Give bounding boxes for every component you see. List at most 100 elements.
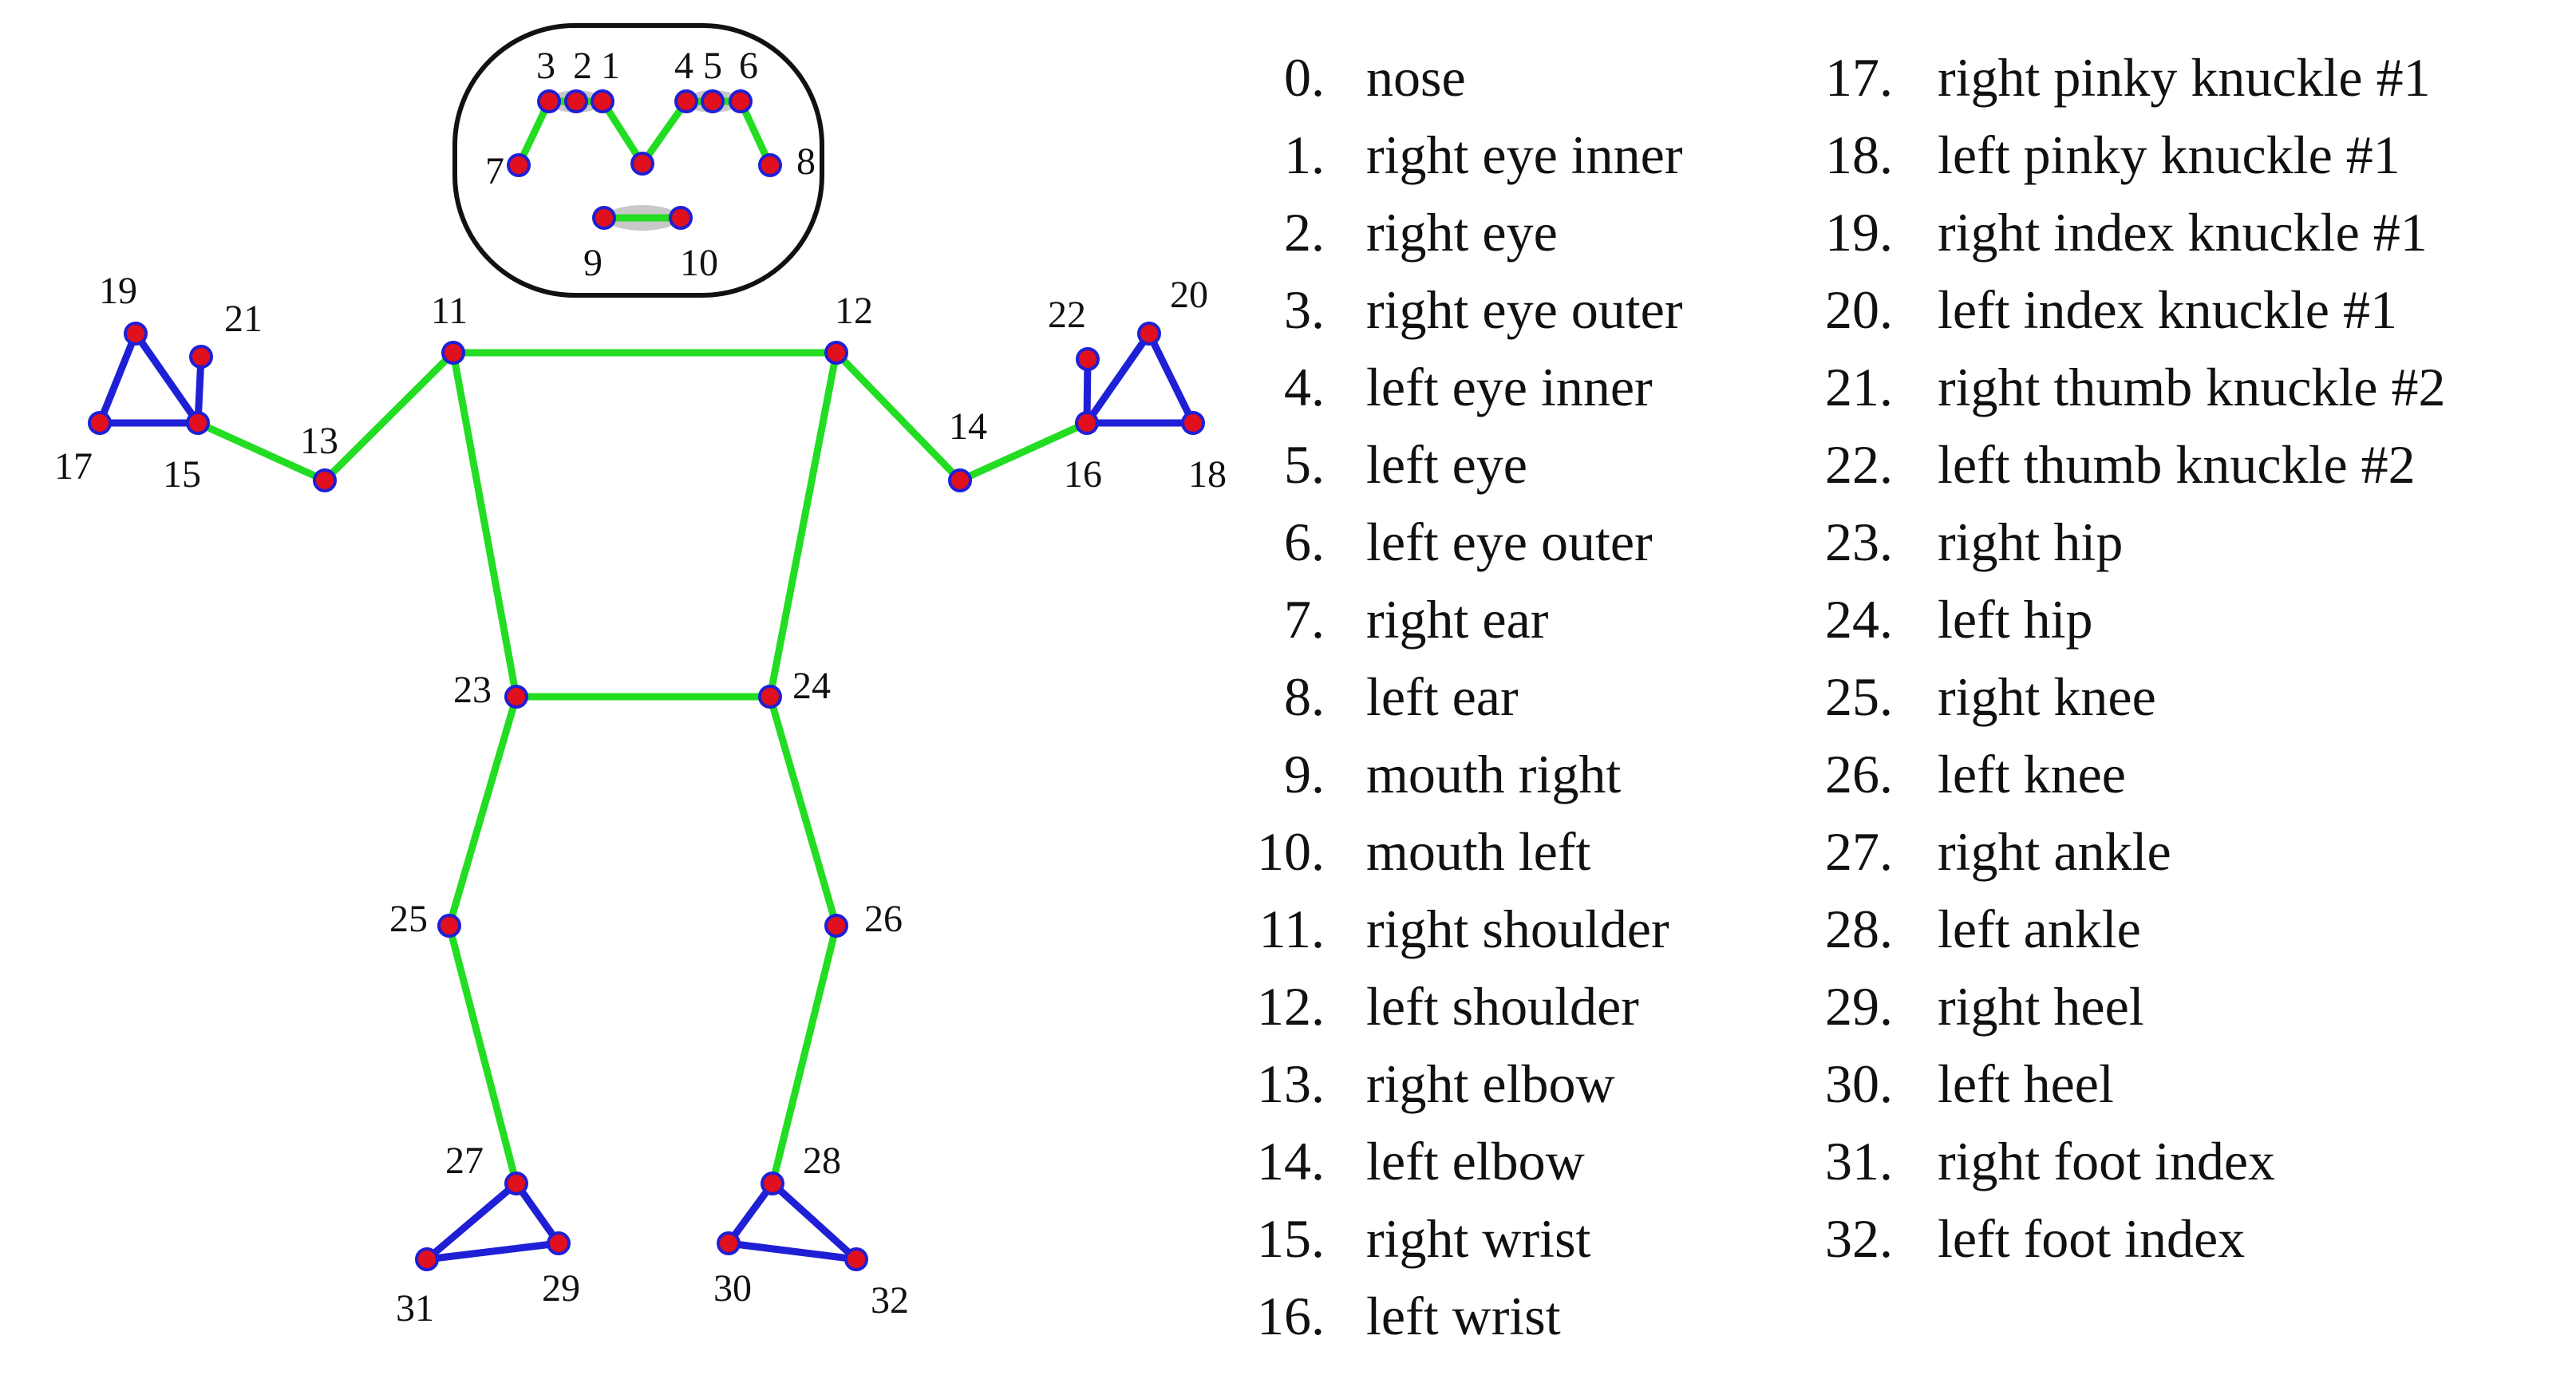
keypoint-17 bbox=[88, 411, 112, 435]
keypoint-19 bbox=[124, 322, 148, 346]
legend-number: 7. bbox=[1284, 589, 1325, 650]
skeleton-edges bbox=[96, 97, 1197, 1263]
legend-name: right pinky knuckle #1 bbox=[1938, 47, 2431, 108]
legend-number: 5. bbox=[1284, 434, 1325, 495]
legend-number: 24. bbox=[1825, 589, 1893, 650]
keypoint-label-9: 9 bbox=[583, 242, 603, 284]
legend-name: left eye inner bbox=[1366, 357, 1653, 417]
keypoint-23 bbox=[504, 685, 528, 709]
blue-edge-28-30 bbox=[725, 1179, 776, 1247]
legend-name: right elbow bbox=[1366, 1053, 1615, 1114]
keypoint-15 bbox=[186, 411, 210, 435]
legend-number: 11. bbox=[1259, 899, 1325, 959]
legend-number: 3. bbox=[1284, 279, 1325, 340]
keypoint-label-22: 22 bbox=[1048, 294, 1086, 336]
legend-name: right eye outer bbox=[1366, 279, 1683, 340]
legend-number: 12. bbox=[1257, 976, 1325, 1037]
keypoint-label-31: 31 bbox=[396, 1287, 434, 1330]
keypoint-label-25: 25 bbox=[389, 898, 428, 940]
keypoint-22 bbox=[1076, 347, 1100, 371]
keypoint-2 bbox=[564, 89, 588, 113]
keypoint-27 bbox=[504, 1172, 528, 1195]
keypoint-label-18: 18 bbox=[1188, 453, 1227, 496]
blue-edge-18-20 bbox=[1145, 330, 1197, 427]
green-edge-0-4 bbox=[638, 97, 690, 168]
keypoint-label-21: 21 bbox=[224, 298, 263, 340]
green-edge-13-15 bbox=[194, 419, 329, 484]
green-edge-12-14 bbox=[832, 349, 964, 484]
legend-name: left wrist bbox=[1366, 1286, 1561, 1346]
keypoint-label-20: 20 bbox=[1170, 274, 1208, 316]
keypoint-7 bbox=[507, 153, 531, 177]
keypoint-label-24: 24 bbox=[792, 665, 831, 707]
keypoints bbox=[88, 89, 1205, 1271]
keypoint-26 bbox=[824, 914, 848, 938]
keypoint-4 bbox=[674, 89, 698, 113]
keypoint-label-23: 23 bbox=[453, 669, 492, 711]
keypoint-29 bbox=[547, 1231, 571, 1255]
keypoint-11 bbox=[441, 341, 465, 365]
legend-number: 32. bbox=[1825, 1208, 1893, 1269]
blue-edge-32-28 bbox=[768, 1179, 860, 1263]
legend-number: 23. bbox=[1825, 512, 1893, 572]
keypoint-label-15: 15 bbox=[163, 453, 201, 496]
green-edge-11-23 bbox=[449, 349, 520, 701]
keypoint-31 bbox=[415, 1247, 439, 1271]
legend-number: 15. bbox=[1257, 1208, 1325, 1269]
keypoint-label-19: 19 bbox=[99, 270, 137, 312]
keypoint-label-30: 30 bbox=[713, 1267, 752, 1310]
legend-name: left ankle bbox=[1938, 899, 2141, 959]
keypoint-5 bbox=[701, 89, 725, 113]
green-edge-14-16 bbox=[956, 419, 1091, 484]
legend-number: 20. bbox=[1825, 279, 1893, 340]
blue-edge-30-32 bbox=[725, 1239, 860, 1263]
legend-name: left ear bbox=[1366, 666, 1519, 727]
keypoint-label-8: 8 bbox=[796, 140, 816, 183]
legend-number: 29. bbox=[1825, 976, 1893, 1037]
keypoint-3 bbox=[537, 89, 561, 113]
legend-number: 17. bbox=[1825, 47, 1893, 108]
legend-name: left hip bbox=[1938, 589, 2093, 650]
legend-number: 4. bbox=[1284, 357, 1325, 417]
legend-name: right heel bbox=[1938, 976, 2144, 1037]
legend-number: 2. bbox=[1284, 202, 1325, 263]
legend-number: 25. bbox=[1825, 666, 1893, 727]
legend-number: 22. bbox=[1825, 434, 1893, 495]
keypoint-18 bbox=[1181, 411, 1205, 435]
keypoint-14 bbox=[948, 468, 972, 492]
legend-number: 0. bbox=[1284, 47, 1325, 108]
keypoint-10 bbox=[669, 206, 693, 230]
keypoint-label-16: 16 bbox=[1064, 453, 1102, 496]
legend-name: right ear bbox=[1366, 589, 1549, 650]
keypoint-25 bbox=[437, 914, 461, 938]
legend-name: right hip bbox=[1938, 512, 2123, 572]
legend-number: 18. bbox=[1825, 124, 1893, 185]
keypoint-label-11: 11 bbox=[431, 290, 468, 332]
keypoint-label-17: 17 bbox=[54, 445, 93, 488]
keypoint-label-12: 12 bbox=[835, 290, 873, 332]
green-edge-25-27 bbox=[445, 922, 520, 1187]
legend-name: left eye outer bbox=[1366, 512, 1653, 572]
keypoint-21 bbox=[189, 345, 213, 369]
blue-edge-19-15 bbox=[132, 330, 202, 427]
legend-name: left elbow bbox=[1366, 1131, 1585, 1191]
legend-name: right thumb knuckle #2 bbox=[1938, 357, 2445, 417]
legend-name: left index knuckle #1 bbox=[1938, 279, 2397, 340]
keypoint-label-14: 14 bbox=[949, 405, 987, 448]
keypoint-label-27: 27 bbox=[445, 1140, 484, 1182]
legend-number: 16. bbox=[1257, 1286, 1325, 1346]
keypoint-30 bbox=[717, 1231, 741, 1255]
keypoint-8 bbox=[758, 153, 782, 177]
keypoint-28 bbox=[761, 1172, 784, 1195]
green-edge-26-28 bbox=[768, 922, 840, 1187]
legend-name: right wrist bbox=[1366, 1208, 1591, 1269]
keypoint-label-28: 28 bbox=[803, 1140, 841, 1182]
legend-name: left foot index bbox=[1938, 1208, 2245, 1269]
blue-edge-27-29 bbox=[512, 1179, 563, 1247]
legend-name: mouth left bbox=[1366, 821, 1591, 882]
keypoint-1 bbox=[591, 89, 614, 113]
keypoint-16 bbox=[1075, 411, 1099, 435]
keypoint-13 bbox=[313, 468, 337, 492]
blue-edge-31-27 bbox=[423, 1179, 520, 1263]
